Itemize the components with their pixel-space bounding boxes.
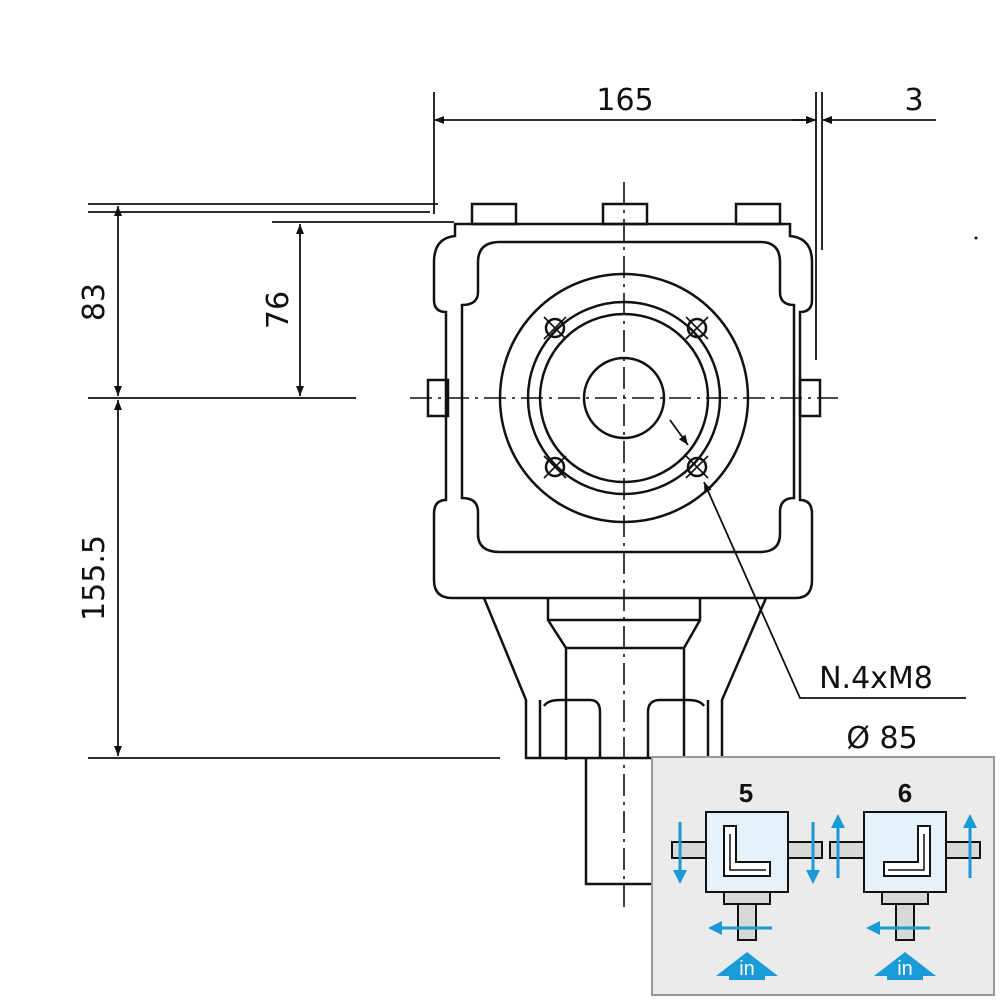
lower-neck-lugs: [538, 698, 710, 758]
legend-config-5: [671, 811, 823, 941]
bolt-hole-bottom-left: [544, 456, 566, 478]
legend-input-label-5: in: [739, 958, 755, 980]
dim-3-label: 3: [904, 83, 923, 118]
rotation-legend: 5 6: [651, 756, 995, 996]
legend-config-6-number: 6: [898, 778, 912, 808]
housing-inner-recess: [460, 240, 796, 554]
top-bolt-left: [470, 202, 518, 226]
bolt-hole-top-left: [544, 317, 566, 339]
top-bolt-right: [734, 202, 782, 226]
hole-leader-upper: [669, 419, 689, 446]
legend-config-6: [829, 811, 981, 941]
lower-neck-inner: [546, 598, 702, 760]
bolt-hole-top-right: [686, 317, 708, 339]
dim-76-label: 76: [261, 291, 296, 329]
dim-165-label: 165: [596, 83, 653, 118]
legend-input-arrow-6: [874, 952, 936, 980]
output-shaft: [584, 758, 662, 886]
hole-leader: [703, 481, 966, 699]
housing-outline: [432, 222, 814, 600]
center-lines: [410, 182, 838, 912]
bolt-hole-crosses: [543, 316, 709, 479]
dimension-lines: [88, 92, 966, 759]
legend-input-label-6: in: [897, 958, 913, 980]
legend-input-arrow-5: [716, 952, 778, 980]
legend-config-5-number: 5: [739, 778, 753, 808]
top-bolt-center: [601, 202, 649, 226]
dim-83-label: 83: [77, 283, 112, 321]
bolt-hole-bottom-right: [686, 456, 708, 478]
diameter-label: Ø 85: [846, 721, 917, 756]
hole-spec-label: N.4xM8: [819, 661, 933, 696]
lower-neck-outline: [482, 597, 768, 760]
stray-dot: [974, 236, 978, 240]
legend-direction-arrows: [673, 814, 977, 935]
dim-155-5-label: 155.5: [77, 535, 112, 621]
